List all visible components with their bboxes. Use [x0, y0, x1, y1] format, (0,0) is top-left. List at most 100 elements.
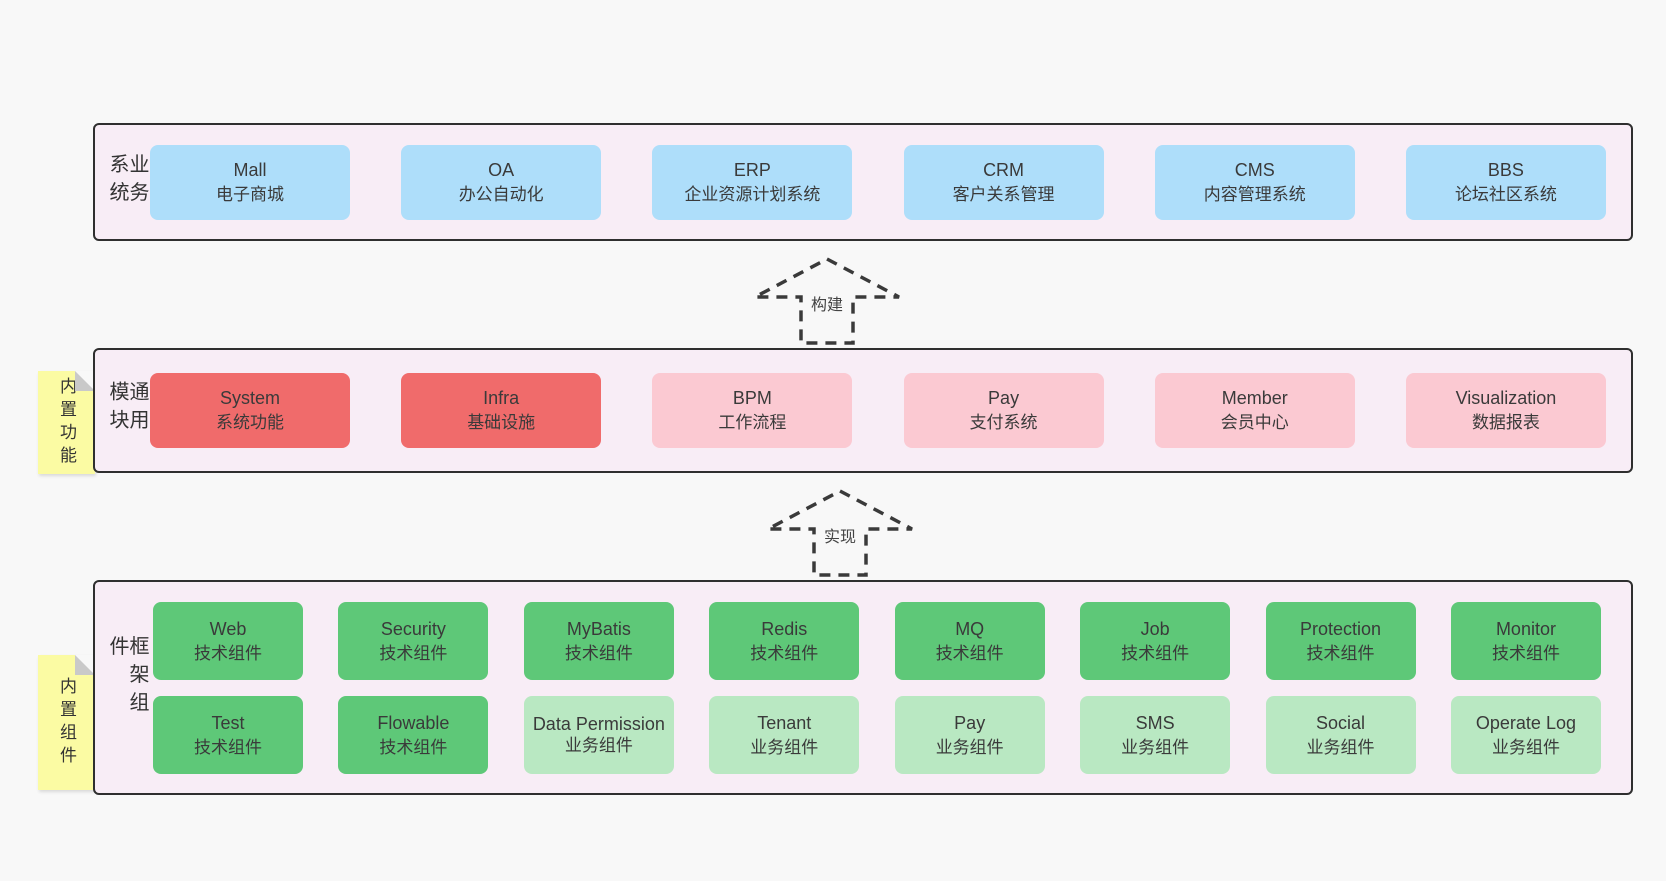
box-title: Operate Log — [1475, 712, 1576, 733]
box-title: Data Permission — [532, 714, 665, 735]
box-monitor: Monitor 技术组件 — [1450, 602, 1601, 680]
box-subtitle: 业务组件 — [564, 735, 633, 755]
box-title: Monitor — [1495, 618, 1556, 639]
layer-title-modules: 通用模块 — [106, 380, 148, 437]
box-title: Job — [1140, 618, 1170, 639]
box-subtitle: 技术组件 — [194, 737, 262, 757]
box-subtitle: 会员中心 — [1220, 413, 1289, 433]
box-title: CRM — [983, 159, 1025, 180]
layer-title-components: 框架组件 — [106, 634, 148, 719]
sticky-note-label: 内置功能 — [57, 376, 76, 469]
box-title: Flowable — [377, 712, 450, 733]
box-subtitle: 技术组件 — [564, 643, 633, 663]
box-social: Social 业务组件 — [1265, 696, 1416, 774]
box-oa: OA 办公自动化 — [401, 144, 602, 220]
box-title: BBS — [1487, 159, 1524, 180]
box-title: ERP — [733, 159, 771, 180]
box-title: SMS — [1135, 712, 1175, 733]
box-subtitle: 业务组件 — [1491, 737, 1560, 757]
box-tenant: Tenant 业务组件 — [709, 696, 860, 774]
box-title: Member — [1221, 388, 1288, 409]
box-title: Tenant — [757, 712, 812, 733]
box-title: Pay — [988, 388, 1020, 409]
component-row-2: Test 技术组件 Flowable 技术组件 Data Permission … — [153, 696, 1601, 774]
box-subtitle: 工作流程 — [718, 413, 787, 433]
box-operate-log: Operate Log 业务组件 — [1450, 696, 1601, 774]
up-arrow-icon — [767, 489, 913, 577]
box-flowable: Flowable 技术组件 — [338, 696, 489, 774]
box-subtitle: 技术组件 — [1306, 643, 1375, 663]
box-system: System 系统功能 — [150, 373, 350, 448]
box-job: Job 技术组件 — [1080, 602, 1231, 680]
box-subtitle: 电子商城 — [216, 184, 284, 204]
box-subtitle: 技术组件 — [750, 643, 819, 663]
box-subtitle: 客户关系管理 — [952, 184, 1055, 204]
box-erp: ERP 企业资源计划系统 — [652, 144, 853, 220]
box-cms: CMS 内容管理系统 — [1154, 144, 1355, 220]
box-subtitle: 业务组件 — [1121, 737, 1190, 757]
box-subtitle: 业务组件 — [935, 737, 1004, 757]
box-subtitle: 支付系统 — [969, 413, 1038, 433]
box-subtitle: 技术组件 — [1491, 643, 1560, 663]
arrow-build-label: 构建 — [807, 291, 847, 315]
box-title: Redis — [761, 618, 808, 639]
box-subtitle: 数据报表 — [1471, 413, 1540, 433]
box-sms: SMS 业务组件 — [1080, 696, 1231, 774]
box-pay-business: Pay 业务组件 — [894, 696, 1045, 774]
business-boxes-row: Mall 电子商城 OA 办公自动化 ERP 企业资源计划系统 CRM 客户关系… — [150, 125, 1606, 239]
business-systems-layer: 业务系统 Mall 电子商城 OA 办公自动化 ERP 企业资源计划系统 CRM… — [93, 123, 1633, 241]
box-subtitle: 企业资源计划系统 — [684, 184, 821, 204]
framework-components-layer: 框架组件 Web 技术组件 Security 技术组件 MyBatis 技术组件… — [93, 580, 1633, 795]
box-mybatis: MyBatis 技术组件 — [523, 602, 674, 680]
box-mall: Mall 电子商城 — [150, 144, 350, 220]
sticky-note-label: 内置组件 — [57, 676, 76, 769]
box-subtitle: 技术组件 — [1121, 643, 1190, 663]
sticky-note-builtin-features: 内置功能 — [38, 371, 95, 474]
box-subtitle: 技术组件 — [379, 737, 448, 757]
box-title: Mall — [233, 159, 267, 180]
arrow-build: 构建 — [752, 255, 902, 347]
box-crm: CRM 客户关系管理 — [903, 144, 1104, 220]
box-subtitle: 业务组件 — [750, 737, 819, 757]
box-subtitle: 基础设施 — [467, 413, 536, 433]
component-boxes-rows: Web 技术组件 Security 技术组件 MyBatis 技术组件 Redi… — [153, 602, 1601, 774]
box-subtitle: 业务组件 — [1306, 737, 1375, 757]
box-title: Social — [1316, 712, 1366, 733]
box-redis: Redis 技术组件 — [709, 602, 860, 680]
box-subtitle: 办公自动化 — [458, 184, 544, 204]
box-title: Web — [209, 618, 247, 639]
box-title: Security — [380, 618, 446, 639]
box-pay: Pay 支付系统 — [903, 373, 1104, 448]
box-title: MQ — [955, 618, 985, 639]
box-title: Infra — [483, 388, 520, 409]
box-visualization: Visualization 数据报表 — [1405, 373, 1606, 448]
box-title: Visualization — [1455, 388, 1557, 409]
common-modules-layer: 通用模块 System 系统功能 Infra 基础设施 BPM 工作流程 Pay… — [93, 348, 1633, 473]
box-subtitle: 内容管理系统 — [1203, 184, 1306, 204]
box-subtitle: 技术组件 — [194, 643, 262, 663]
arrow-implement-label: 实现 — [820, 523, 860, 547]
up-arrow-icon — [754, 257, 900, 345]
box-title: System — [219, 388, 280, 409]
box-infra: Infra 基础设施 — [401, 373, 602, 448]
box-web: Web 技术组件 — [153, 602, 303, 680]
box-mq: MQ 技术组件 — [894, 602, 1045, 680]
box-data-permission: Data Permission 业务组件 — [523, 696, 674, 774]
box-title: CMS — [1234, 159, 1275, 180]
box-title: Test — [211, 712, 245, 733]
box-bbs: BBS 论坛社区系统 — [1405, 144, 1606, 220]
box-protection: Protection 技术组件 — [1265, 602, 1416, 680]
component-row-1: Web 技术组件 Security 技术组件 MyBatis 技术组件 Redi… — [153, 602, 1601, 680]
box-title: OA — [488, 159, 515, 180]
arrow-implement: 实现 — [765, 487, 915, 579]
box-subtitle: 论坛社区系统 — [1454, 184, 1557, 204]
box-title: BPM — [732, 388, 772, 409]
box-bpm: BPM 工作流程 — [652, 373, 853, 448]
layer-title-business: 业务系统 — [106, 153, 148, 210]
box-subtitle: 系统功能 — [216, 413, 284, 433]
box-title: Protection — [1300, 618, 1382, 639]
box-member: Member 会员中心 — [1154, 373, 1355, 448]
box-security: Security 技术组件 — [338, 602, 489, 680]
box-test: Test 技术组件 — [153, 696, 303, 774]
